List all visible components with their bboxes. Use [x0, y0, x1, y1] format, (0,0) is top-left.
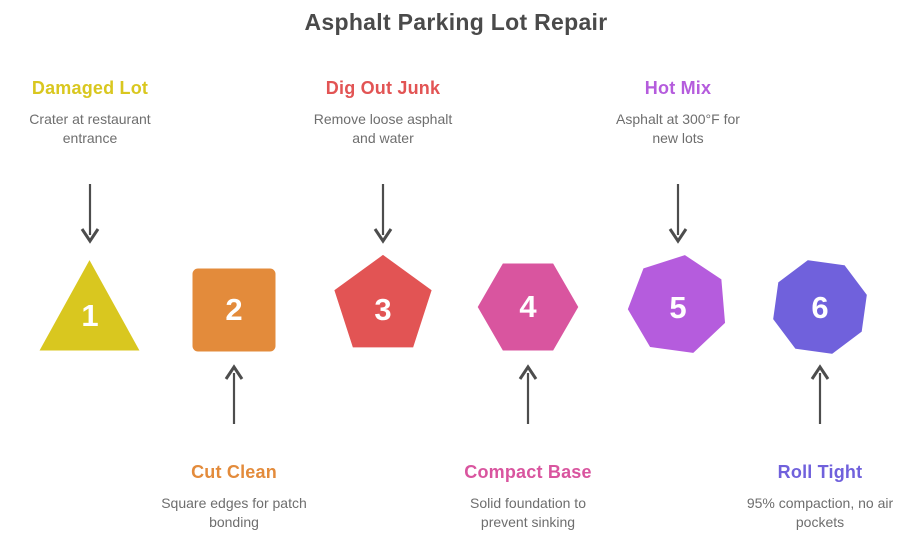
triangle-icon	[35, 255, 144, 354]
step-4-description: Solid foundation to prevent sinking	[470, 495, 586, 530]
arrow-down-icon	[373, 184, 393, 244]
step-1-heading: Damaged Lot	[31, 78, 149, 98]
step-2-heading: Cut Clean	[191, 462, 277, 482]
step-5-description: Asphalt at 300°F for new lots	[616, 111, 740, 146]
pentagon-icon	[331, 251, 435, 351]
step-5-number: 5	[669, 290, 687, 325]
step-6-number: 6	[811, 290, 829, 325]
page-title: Asphalt Parking Lot Repair	[304, 9, 608, 35]
arrow-up-icon	[518, 364, 538, 424]
step-3-heading: Dig Out Junk	[325, 78, 441, 98]
step-3-number: 3	[374, 292, 392, 327]
square-icon	[189, 265, 279, 355]
step-2-number: 2	[225, 292, 243, 327]
arrow-up-icon	[224, 364, 244, 424]
heptagon-icon	[624, 252, 729, 356]
step-3-description: Remove loose asphalt and water	[313, 111, 453, 146]
step-1-number: 1	[81, 298, 99, 333]
octagon-icon	[770, 257, 870, 357]
step-6-heading: Roll Tight	[777, 462, 863, 482]
step-1-description: Crater at restaurant entrance	[29, 111, 151, 146]
hexagon-icon	[474, 260, 582, 354]
step-4-number: 4	[519, 289, 537, 324]
arrow-down-icon	[668, 184, 688, 244]
arrow-down-icon	[80, 184, 100, 244]
step-5-heading: Hot Mix	[644, 78, 712, 98]
arrow-up-icon	[810, 364, 830, 424]
step-6-description: 95% compaction, no air pockets	[746, 495, 894, 530]
step-4-heading: Compact Base	[464, 462, 592, 482]
step-2-description: Square edges for patch bonding	[161, 495, 307, 530]
